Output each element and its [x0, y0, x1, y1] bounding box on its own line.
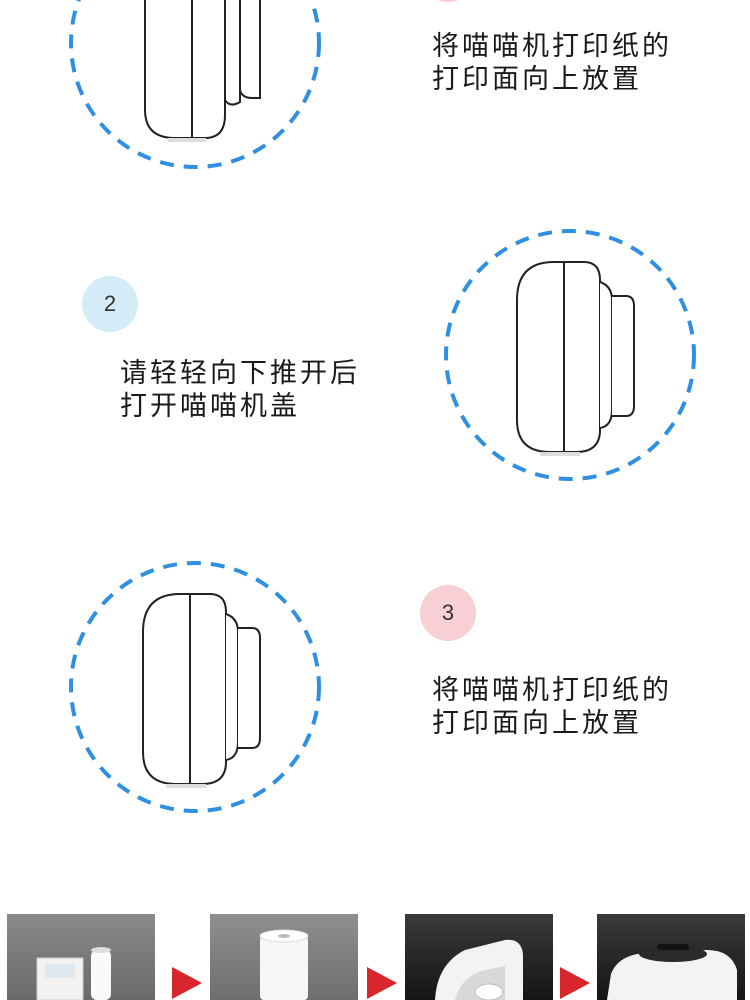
printer-closed-photo	[597, 914, 745, 1000]
step3-text-line2: 打印面向上放置	[432, 708, 642, 739]
step3-instruction: 将喵喵机打印纸的 打印面向上放置	[432, 674, 672, 740]
step-arrow-icon	[172, 967, 202, 999]
step2-text-line1: 请轻轻向下推开后	[120, 358, 360, 389]
step2-dashed-circle	[443, 228, 697, 482]
step1-instruction: 将喵喵机打印纸的 打印面向上放置	[432, 30, 672, 96]
step3-text-line1: 将喵喵机打印纸的	[432, 675, 672, 706]
step1-number-badge	[420, 0, 476, 2]
step2-text-line2: 打开喵喵机盖	[120, 391, 300, 422]
step2-number-badge: 2	[82, 276, 138, 332]
step1-text-line1: 将喵喵机打印纸的	[432, 31, 672, 62]
step3-dashed-circle	[68, 560, 322, 814]
step1-printer-icon	[144, 0, 261, 142]
step3-number-badge: 3	[420, 585, 476, 641]
step1-text-line2: 打印面向上放置	[432, 64, 642, 95]
step2-printer-icon	[516, 261, 635, 456]
step1-dashed-circle	[68, 0, 322, 170]
paper-package-photo	[7, 914, 155, 1000]
step2-instruction: 请轻轻向下推开后 打开喵喵机盖	[120, 357, 360, 423]
step-arrow-icon	[367, 967, 397, 999]
step-arrow-icon	[560, 967, 590, 999]
paper-roll-photo	[210, 914, 358, 1000]
step3-printer-icon	[142, 593, 261, 788]
printer-open-photo	[405, 914, 553, 1000]
